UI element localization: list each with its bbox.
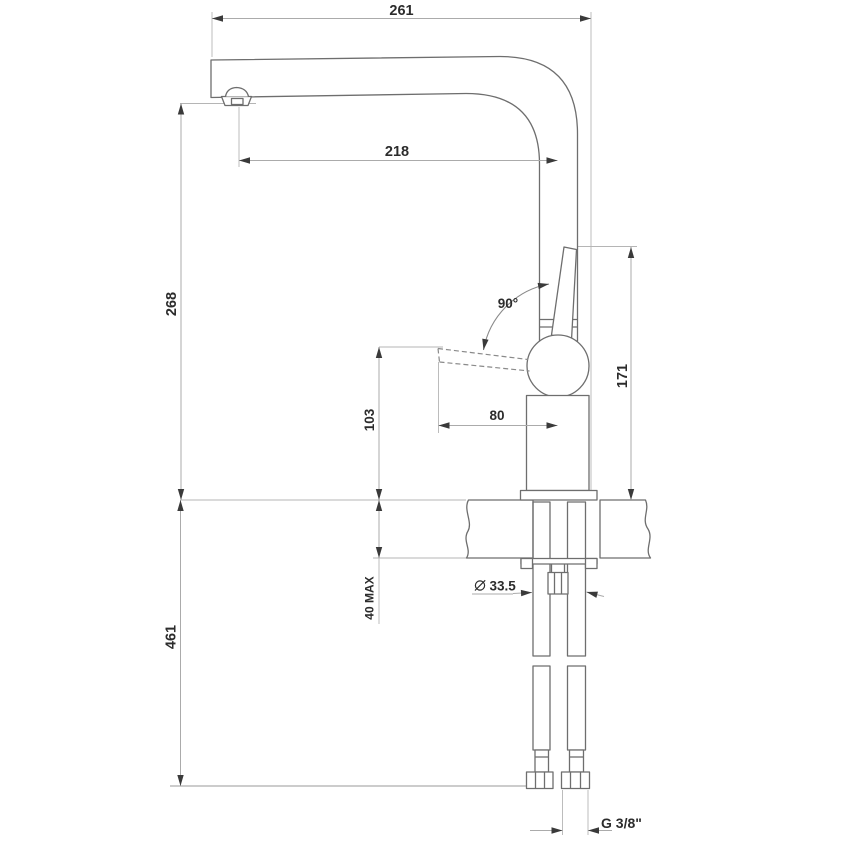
label-mounting-hole-diameter: 33.5 [490,579,517,594]
hose-right-upper [566,501,587,657]
hose-right-lower [566,665,587,751]
hose-right-ferrule [568,749,585,773]
label-lever-top-height: 171 [615,364,631,388]
body-column [525,394,590,492]
diameter-arrow-left [512,589,533,597]
hose-right-nut [560,771,591,790]
countertop-right-block [599,499,652,559]
hose-left-ferrule [534,749,550,773]
mounting-stud-nut [547,571,569,595]
handle-lever-rotated-phantom [437,347,530,372]
lever-swing-arc [482,282,550,351]
hose-left-lower [532,665,551,751]
label-hose-length: 461 [164,625,180,649]
label-overall-projection: 261 [389,3,413,19]
diameter-arrow-right [586,591,605,598]
countertop-left-block [465,499,534,559]
ball-joint [526,334,590,398]
countertop-section [465,499,652,559]
label-lever-open-height: 103 [362,408,377,431]
dimension-lines [177,15,635,834]
base-flange [519,489,598,501]
spout-tube [210,55,579,342]
aerator [220,86,253,107]
label-lever-reach: 80 [489,408,504,423]
hose-left-nut [525,771,554,790]
faucet-body [210,55,598,501]
dimension-labels: 261 218 268 461 171 103 80 90° 40 MAX 33… [164,3,642,831]
label-spout-height: 268 [164,292,180,316]
diameter-symbol-icon [474,579,486,591]
label-spout-reach: 218 [385,144,409,160]
supply-hoses [525,501,591,790]
label-max-deck-thickness: 40 MAX [363,576,377,619]
mounting-hardware [520,557,598,595]
label-connection-thread: G 3/8" [601,815,642,831]
label-swing-angle: 90° [498,296,518,311]
